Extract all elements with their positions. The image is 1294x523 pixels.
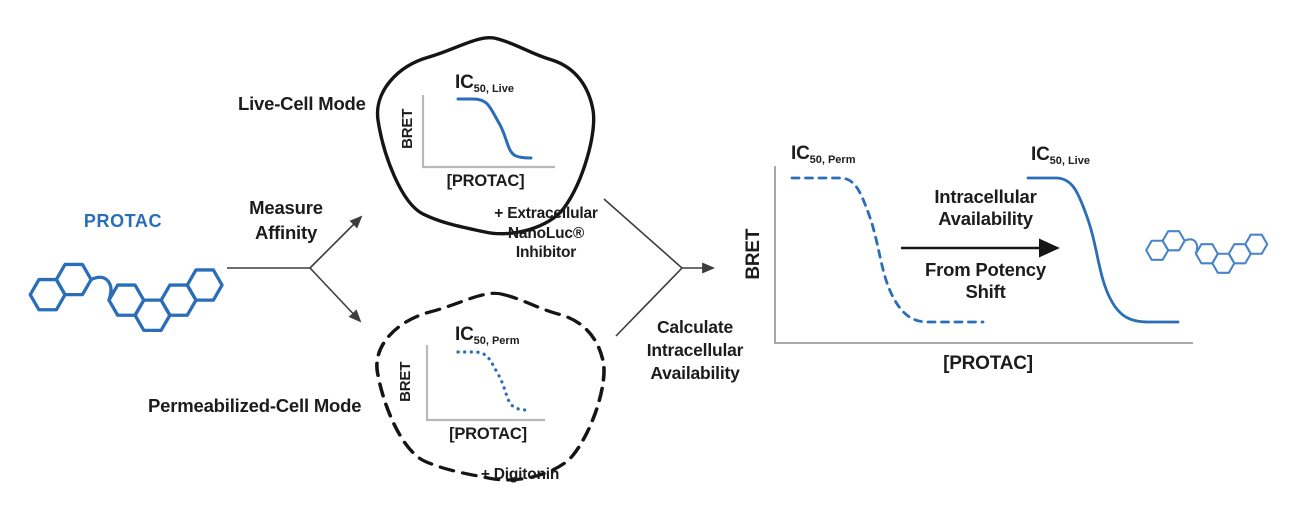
note-line: + Extracellular: [494, 205, 598, 222]
live-inset-ylabel: BRET: [399, 108, 417, 149]
live-cell-blob: [375, 36, 596, 236]
note-line: NanoLuc®: [507, 224, 585, 242]
perm-inset-ylabel: BRET: [397, 361, 415, 402]
result-ylabel: BRET: [742, 228, 764, 280]
hexagon-ring: [185, 268, 224, 302]
ic50-subscript: 50, Perm: [473, 335, 520, 347]
hexagon-ring: [54, 262, 93, 297]
perm-inset-chart: [425, 345, 545, 422]
live-inset-chart: [421, 95, 555, 169]
shift-bottom-line: From Potency: [925, 259, 1046, 280]
measure-affinity-line: Measure: [249, 197, 323, 218]
cell-membrane-outline: [375, 36, 596, 236]
calculate-line: Availability: [650, 363, 740, 383]
live-inset-xlabel: [PROTAC]: [446, 172, 525, 190]
ic50-prefix: IC: [791, 143, 810, 164]
ic50-subscript: 50, Live: [1049, 155, 1090, 167]
live-inset-ic50-label: IC50, Live: [455, 72, 514, 96]
measure-affinity-line: Affinity: [254, 222, 318, 243]
ic50-prefix: IC: [455, 72, 474, 93]
permeabilized-cell-mode-label: Permeabilized-Cell Mode: [148, 395, 362, 416]
calculate-line: Intracellular: [646, 340, 744, 360]
shift-label-top: Intracellular Availability: [903, 186, 1068, 229]
calculate-line: Calculate: [656, 317, 733, 337]
shift-bottom-line: Shift: [965, 280, 1006, 302]
extracellular-inhibitor-note: + Extracellular NanoLuc® Inhibitor: [484, 204, 608, 263]
ic50-subscript: 50, Live: [473, 83, 514, 95]
note-line: Inhibitor: [515, 244, 577, 261]
result-xlabel: [PROTAC]: [943, 353, 1033, 374]
protac-molecule-left: [28, 262, 224, 333]
ic50-prefix: IC: [455, 324, 474, 345]
ic50-subscript: 50, Perm: [809, 154, 856, 166]
live-inset-axes: [421, 95, 555, 169]
perm-inset-axes: [425, 345, 545, 422]
flow-arrows: [227, 198, 716, 337]
live-inset-curve: [456, 97, 533, 160]
digitonin-note: + Digitonin: [480, 466, 560, 483]
arrow-to-live-cell: [309, 215, 363, 269]
calculate-availability-label: Calculate Intracellular Availability: [624, 316, 766, 385]
perm-inset-xlabel: [PROTAC]: [449, 425, 527, 443]
arrow-to-perm-cell: [309, 267, 362, 323]
protac-molecule-right: [1145, 230, 1269, 274]
perm-inset-ic50-label: IC50, Perm: [455, 324, 519, 348]
result-ic50-perm-label: IC50, Perm: [791, 143, 855, 167]
protac-label: PROTAC: [83, 211, 163, 231]
shift-top-line: Availability: [938, 207, 1033, 229]
shift-top-line: Intracellular: [934, 186, 1037, 207]
result-chart-axes: [774, 166, 1193, 344]
result-perm-curve: [790, 176, 985, 324]
live-cell-mode-label: Live-Cell Mode: [238, 93, 366, 114]
protac-molecule-shape: [28, 262, 224, 333]
ic50-prefix: IC: [1031, 144, 1050, 165]
result-ic50-live-label: IC50, Live: [1031, 144, 1090, 168]
perm-inset-curve: [456, 350, 531, 412]
shift-label-bottom: From Potency Shift: [903, 259, 1068, 302]
protac-molecule-shape: [1145, 230, 1269, 274]
measure-affinity-label: Measure Affinity: [230, 195, 342, 245]
result-live-curve: [1026, 176, 1180, 324]
linker-bond: [89, 275, 113, 302]
